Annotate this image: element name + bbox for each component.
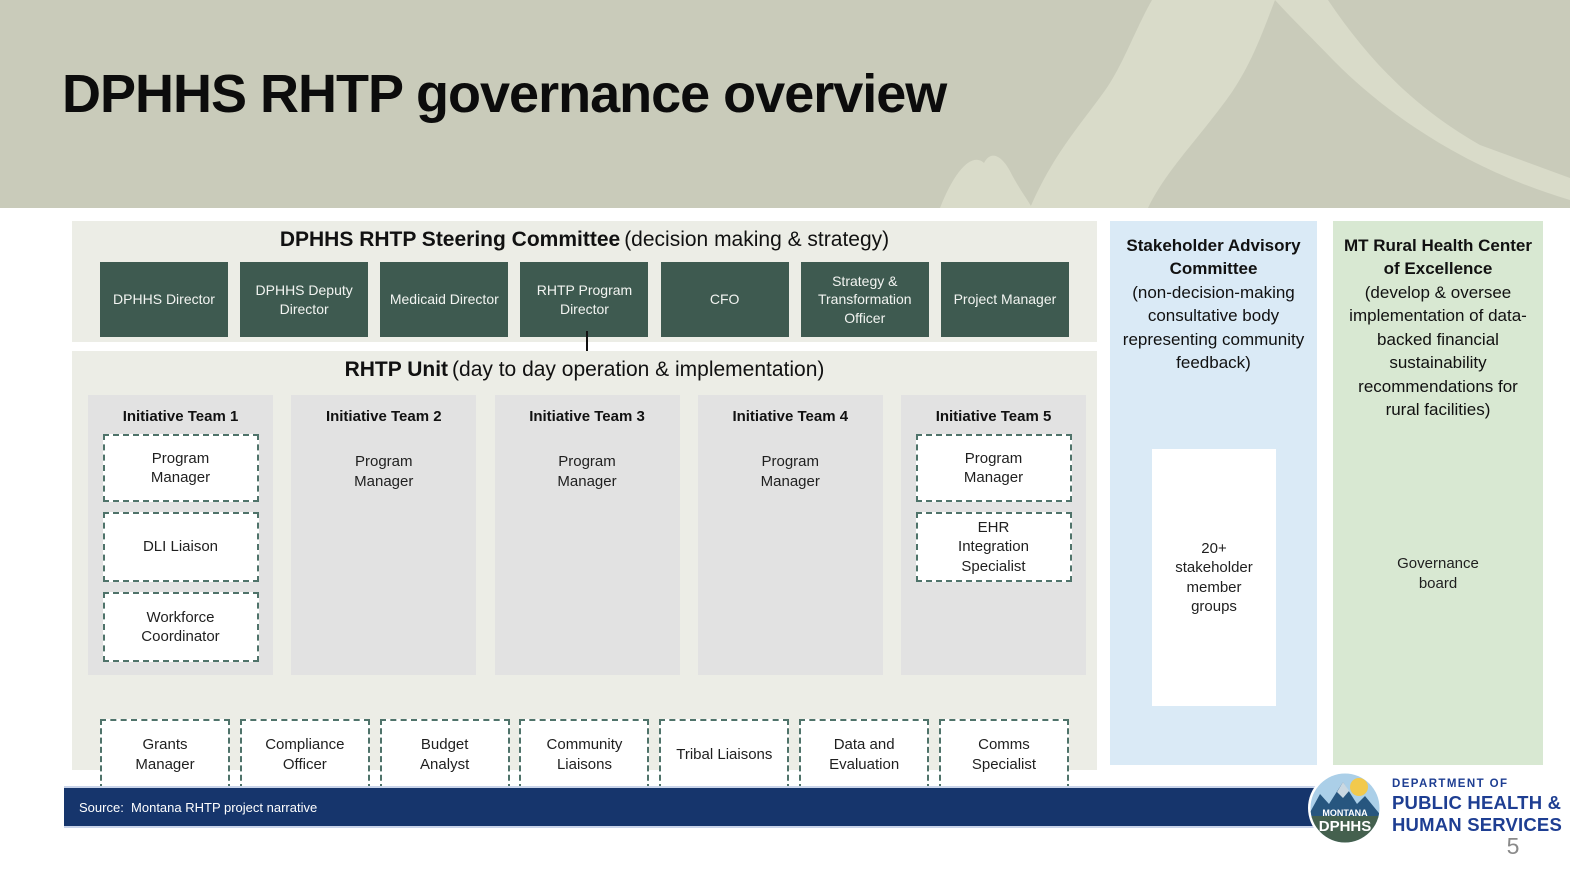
role-label: DLI Liaison [142,538,219,556]
shared-role-box: Comms Specialist [938,719,1069,790]
steering-member-box: DPHHS Director [100,262,228,337]
logo-montana-text: MONTANA [1322,808,1368,818]
slide-title: DPHHS RHTP governance overview [62,64,947,124]
shared-role-label: Tribal Liaisons [676,745,773,763]
role-box: EHR Integration Specialist [915,512,1072,582]
initiative-team-3: Initiative Team 3 Program Manager [494,395,680,675]
steering-member-row: DPHHS Director DPHHS Deputy Director Med… [72,262,1097,337]
unit-title: RHTP Unit(day to day operation & impleme… [72,351,1097,382]
steering-member-box: RHTP Program Director [520,262,649,337]
shared-role-label: Comms Specialist [971,736,1037,773]
steering-title: DPHHS RHTP Steering Committee(decision m… [72,221,1097,252]
role-box: Program Manager [915,434,1072,502]
steering-committee-panel: DPHHS RHTP Steering Committee(decision m… [72,221,1097,342]
unit-title-bold: RHTP Unit [344,358,449,381]
role-label: EHR Integration Specialist [958,518,1029,575]
header-banner: DPHHS RHTP governance overview [0,0,1570,208]
role-text: Program Manager [698,452,883,491]
steering-member-label: RHTP Program Director [536,282,633,317]
steering-title-bold: DPHHS RHTP Steering Committee [279,228,621,251]
department-wordmark: DEPARTMENT OF PUBLIC HEALTH & HUMAN SERV… [1392,778,1562,836]
stakeholder-advisory-panel: Stakeholder Advisory Committee (non-deci… [1110,221,1317,765]
team-header: Initiative Team 4 [732,408,849,425]
dept-line-2: PUBLIC HEALTH & [1392,792,1562,813]
initiative-team-1: Initiative Team 1 Program Manager DLI Li… [88,395,273,675]
steering-member-label: DPHHS Director [113,291,215,308]
mountain-graphic [940,0,1570,208]
stakeholder-groups-label: 20+ stakeholder member groups [1175,539,1253,616]
logo-dphhs-text: DPHHS [1319,818,1372,835]
role-text: Program Manager [291,452,476,491]
steering-member-label: CFO [709,291,740,308]
source-bar: Source: Montana RHTP project narrative [64,786,1316,828]
steering-member-box: Medicaid Director [380,262,509,337]
initiative-team-4: Initiative Team 4 Program Manager [697,395,883,675]
arrow-line [586,331,588,352]
coe-panel: MT Rural Health Center of Excellence (de… [1333,221,1543,765]
steering-subtitle: (decision making & strategy) [624,228,890,251]
steering-member-label: DPHHS Deputy Director [255,282,353,317]
initiative-teams-row: Initiative Team 1 Program Manager DLI Li… [72,395,1097,675]
initiative-team-5: Initiative Team 5 Program Manager EHR In… [901,395,1086,675]
stakeholder-groups-box: 20+ stakeholder member groups [1152,449,1276,706]
steering-member-box: Strategy & Transformation Officer [800,262,929,337]
role-label: Program Manager [150,449,211,487]
governance-board-text: Governance board [1397,555,1479,592]
role-box: DLI Liaison [102,512,259,582]
team-header: Initiative Team 5 [935,408,1052,425]
steering-member-box: CFO [660,262,789,337]
shared-role-box: Community Liaisons [519,719,650,790]
shared-role-label: Data and Evaluation [829,736,900,773]
coe-title: MT Rural Health Center of Excellence [1344,236,1532,279]
steering-member-label: Project Manager [953,291,1057,308]
stakeholder-title: Stakeholder Advisory Committee [1126,236,1301,279]
role-label: Program Manager [963,449,1024,487]
coe-subtitle: (develop & oversee implementation of dat… [1349,282,1527,420]
shared-role-label: Budget Analyst [420,736,470,773]
team-header: Initiative Team 1 [122,408,239,425]
team-header: Initiative Team 2 [325,408,442,425]
dept-line-1: DEPARTMENT OF [1392,778,1509,790]
shared-roles-row: Grants Manager Compliance Officer Budget… [72,719,1097,790]
governance-board-label: Governance board [1333,554,1543,593]
shared-role-box: Data and Evaluation [799,719,930,790]
role-text: Program Manager [495,452,680,491]
role-label: Program Manager [354,453,414,490]
role-label: Program Manager [760,453,820,490]
dphhs-logo: MONTANA DPHHS [1308,771,1382,845]
shared-role-box: Tribal Liaisons [659,719,790,790]
page-number: 5 [1506,833,1520,859]
sun-icon [1350,778,1368,796]
shared-role-box: Budget Analyst [379,719,510,790]
role-box: Workforce Coordinator [102,592,259,662]
unit-subtitle: (day to day operation & implementation) [452,358,825,381]
role-label: Program Manager [557,453,617,490]
team-header: Initiative Team 3 [529,408,645,425]
dept-line-3: HUMAN SERVICES [1392,814,1563,836]
stakeholder-subtitle: (non-decision-making consultative body r… [1122,282,1305,373]
rhtp-unit-panel: RHTP Unit(day to day operation & impleme… [72,351,1097,790]
steering-member-box: DPHHS Deputy Director [240,262,369,337]
steering-member-box: Project Manager [940,262,1069,337]
role-box: Program Manager [102,434,259,502]
mountains-icon [1310,782,1380,818]
role-label: Workforce Coordinator [141,608,220,646]
source-text: Source: Montana RHTP project narrative [79,799,318,815]
shared-role-label: Community Liaisons [546,736,623,773]
shared-role-box: Compliance Officer [239,719,370,790]
shared-role-label: Grants Manager [135,736,195,773]
shared-role-box: Grants Manager [100,719,230,790]
initiative-team-2: Initiative Team 2 Program Manager [291,395,477,675]
shared-role-label: Compliance Officer [265,736,345,773]
steering-member-label: Strategy & Transformation Officer [817,273,912,326]
steering-member-label: Medicaid Director [389,291,499,308]
